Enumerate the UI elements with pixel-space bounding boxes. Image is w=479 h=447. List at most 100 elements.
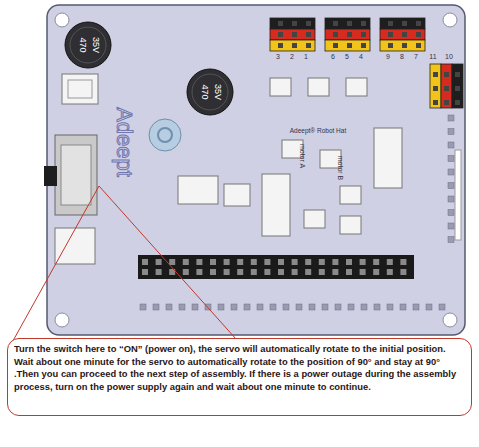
servo-pin <box>278 43 283 48</box>
usb-connector <box>55 228 95 264</box>
solder-pad <box>448 169 454 175</box>
servo-header-row <box>430 64 441 108</box>
solder-pad <box>283 304 289 310</box>
jst-connectors <box>270 78 367 234</box>
callout-text: Turn the switch here to “ON” (power on),… <box>14 343 465 393</box>
solder-pad <box>231 304 237 310</box>
servo-pin <box>433 100 438 105</box>
servo-pin <box>306 21 311 26</box>
servo-headers <box>270 18 463 108</box>
servo-pin <box>416 32 421 37</box>
pin-number: 11 <box>429 53 436 60</box>
jst-connector <box>304 210 325 228</box>
gpio-pin <box>400 259 406 265</box>
servo-header-row <box>441 64 452 108</box>
servo-header-row <box>325 18 370 29</box>
gpio-pin <box>237 269 243 275</box>
gpio-pin <box>373 269 379 275</box>
pin-number: 6 <box>331 53 335 60</box>
solder-pads <box>140 115 454 310</box>
pin-number: 9 <box>386 53 390 60</box>
jst-connector <box>270 78 291 96</box>
solder-pad <box>448 183 454 189</box>
solder-pad <box>448 129 454 135</box>
servo-pin <box>402 43 407 48</box>
solder-pad <box>309 304 315 310</box>
mount-hole <box>55 13 69 27</box>
gpio-pin <box>332 259 338 265</box>
gpio-pin <box>292 259 298 265</box>
solder-pad <box>448 223 454 229</box>
switch-lever <box>44 166 57 186</box>
capacitor-value: 470 <box>200 84 209 99</box>
capacitor-ring <box>70 27 106 63</box>
servo-pin <box>444 86 449 91</box>
solder-pad <box>448 156 454 162</box>
power-connector-inner <box>68 80 92 98</box>
servo-pin <box>416 21 421 26</box>
gpio-pin <box>264 269 270 275</box>
gpio-pin <box>156 269 162 275</box>
solder-pad <box>244 304 250 310</box>
pin-number: 1 <box>304 53 308 60</box>
servo-pin <box>416 43 421 48</box>
servo-header-row <box>270 18 315 29</box>
servo-header-row <box>270 29 315 40</box>
capacitor-voltage: 35V <box>91 37 100 53</box>
callout-box: Turn the switch here to “ON” (power on),… <box>7 338 472 416</box>
gpio-pin <box>319 259 325 265</box>
servo-pin <box>455 86 460 91</box>
gpio-pin <box>142 269 148 275</box>
servo-pin <box>361 43 366 48</box>
capacitor-ring <box>192 74 228 110</box>
solder-pad <box>322 304 328 310</box>
capacitor <box>187 69 233 115</box>
power-connector <box>62 74 98 104</box>
servo-pin <box>278 32 283 37</box>
servo-pin <box>278 21 283 26</box>
power-switch <box>55 135 97 215</box>
brand-logo: Adeept <box>113 107 135 177</box>
gpio-pin <box>387 269 393 275</box>
gpio-pin <box>400 269 406 275</box>
solder-pad <box>140 304 146 310</box>
mount-hole <box>55 313 69 327</box>
gpio-pin <box>237 259 243 265</box>
gpio-pin <box>387 259 393 265</box>
motor-connector <box>374 128 402 188</box>
jst-connector <box>340 216 361 234</box>
servo-pin <box>306 43 311 48</box>
servo-pin <box>333 43 338 48</box>
gpio-pin <box>278 269 284 275</box>
solder-pad <box>296 304 302 310</box>
servo-pin <box>402 21 407 26</box>
servo-pin <box>361 32 366 37</box>
servo-pin <box>333 21 338 26</box>
pcb-board <box>47 5 465 335</box>
gpio-pin <box>373 259 379 265</box>
solder-pad <box>448 196 454 202</box>
gpio-pin <box>169 259 175 265</box>
gpio-pin <box>360 259 366 265</box>
motor-connector <box>262 174 290 236</box>
servo-header-row <box>325 40 370 51</box>
edge-strip <box>455 150 461 240</box>
servo-pin <box>347 43 352 48</box>
servo-header-row <box>452 64 463 108</box>
solder-pad <box>257 304 263 310</box>
servo-pin <box>292 21 297 26</box>
solder-pad <box>400 304 406 310</box>
servo-pin <box>455 72 460 77</box>
gpio-pin <box>292 269 298 275</box>
gpio-pin <box>278 259 284 265</box>
servo-pin <box>292 43 297 48</box>
servo-header-row <box>325 29 370 40</box>
jst-connector <box>346 78 367 96</box>
servo-pin <box>402 32 407 37</box>
gpio-pin <box>156 259 162 265</box>
solder-pad <box>448 115 454 121</box>
solder-pad <box>335 304 341 310</box>
motor-label: motor B <box>337 156 344 181</box>
servo-pin <box>361 21 366 26</box>
